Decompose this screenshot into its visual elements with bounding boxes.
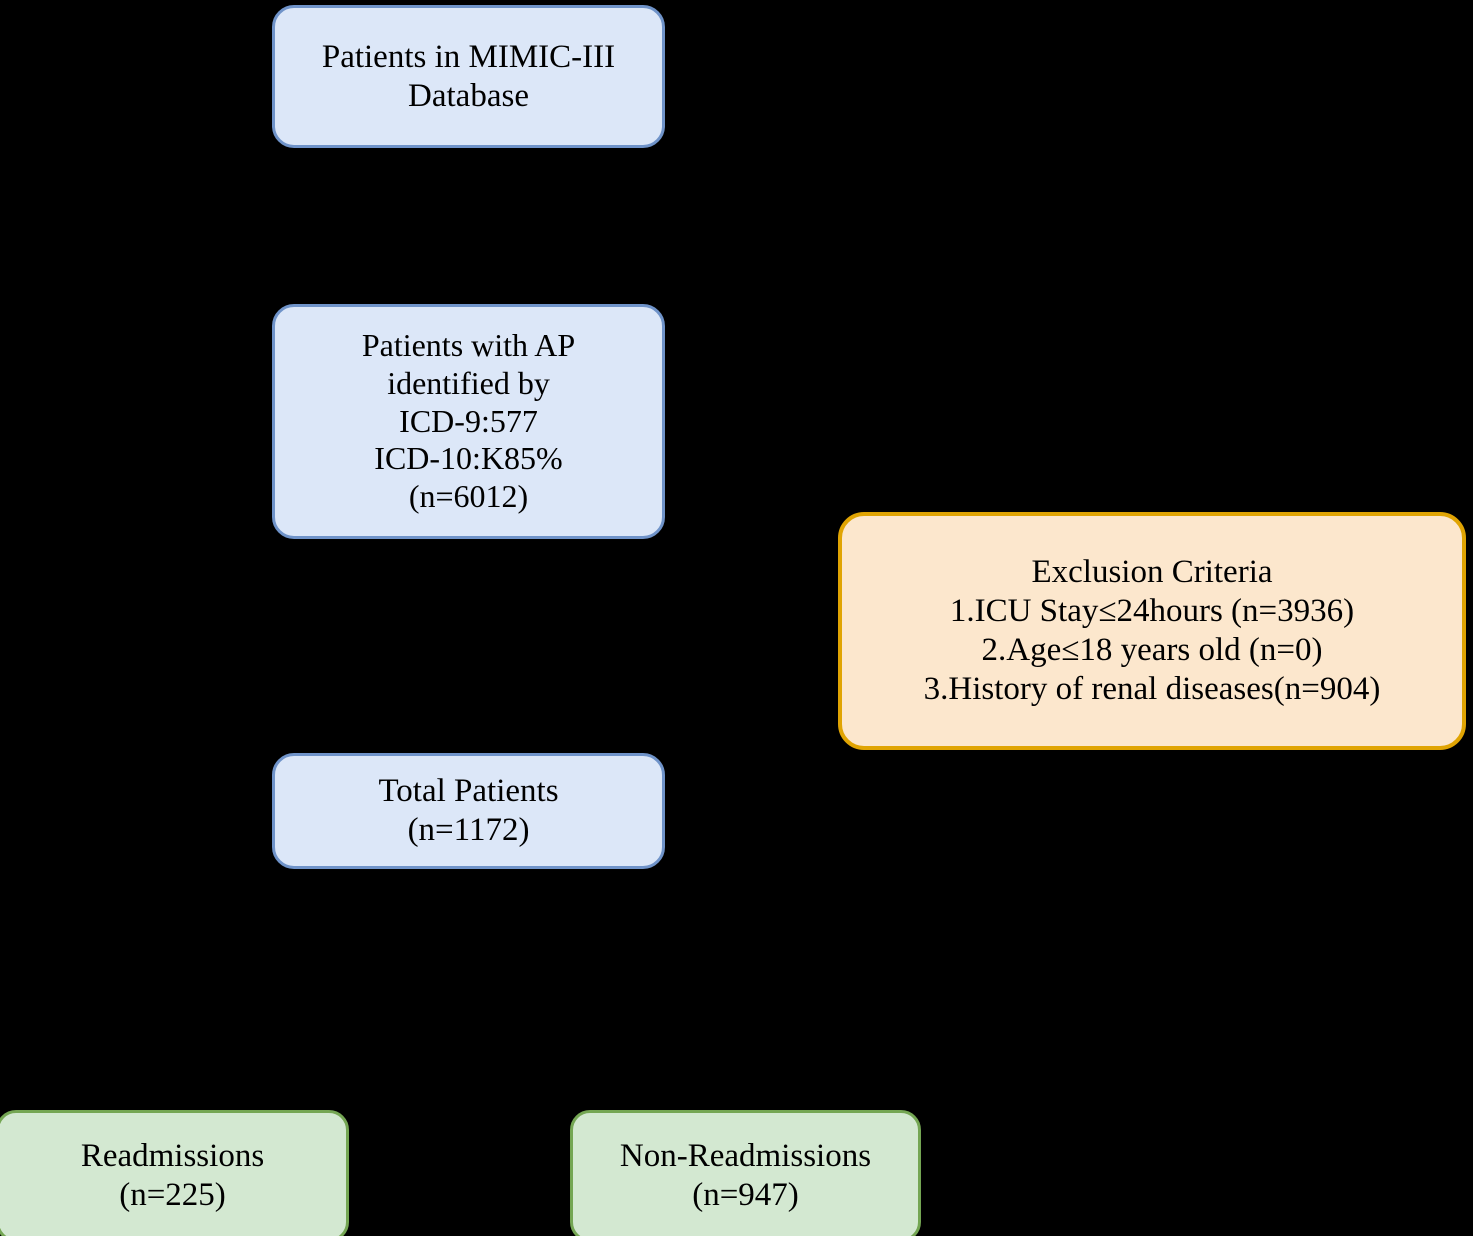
node-non-readmissions-text: Non-Readmissions(n=947) bbox=[573, 1137, 918, 1215]
text-line-0: Total Patients bbox=[378, 773, 559, 810]
text-line-0: Patients with AP bbox=[361, 327, 576, 364]
text-line-4: (n=6012) bbox=[408, 478, 529, 515]
text-line-1: identified by bbox=[387, 364, 550, 401]
text-line-1: 1.ICU Stay≤24hours (n=3936) bbox=[949, 593, 1355, 630]
node-non-readmissions: Non-Readmissions(n=947) bbox=[570, 1110, 921, 1236]
text-line-3: 3.History of renal diseases(n=904) bbox=[923, 670, 1381, 707]
text-line-1: Database bbox=[408, 77, 529, 114]
text-line-2: 2.Age≤18 years old (n=0) bbox=[981, 632, 1323, 668]
node-readmissions: Readmissions(n=225) bbox=[0, 1110, 349, 1236]
text-line-0: Non-Readmissions bbox=[619, 1138, 872, 1175]
node-total-text: Total Patients(n=1172) bbox=[275, 772, 662, 850]
text-line-0: Readmissions bbox=[80, 1138, 265, 1175]
text-line-1: (n=225) bbox=[119, 1177, 226, 1213]
text-line-2: ICD-9:577 bbox=[399, 402, 538, 439]
edge-total-to-non-readmissions bbox=[466, 869, 755, 1111]
node-readmissions-text: Readmissions(n=225) bbox=[0, 1137, 346, 1215]
text-line-1: (n=947) bbox=[692, 1177, 799, 1213]
text-line-3: ICD-10:K85% bbox=[374, 440, 563, 477]
text-line-0: Exclusion Criteria bbox=[1031, 554, 1273, 591]
text-line-1: (n=1172) bbox=[407, 812, 530, 848]
edge-total-to-readmissions bbox=[162, 869, 470, 1111]
text-line-0: Patients in MIMIC-III bbox=[321, 38, 616, 75]
node-total-patients: Total Patients(n=1172) bbox=[272, 753, 665, 869]
